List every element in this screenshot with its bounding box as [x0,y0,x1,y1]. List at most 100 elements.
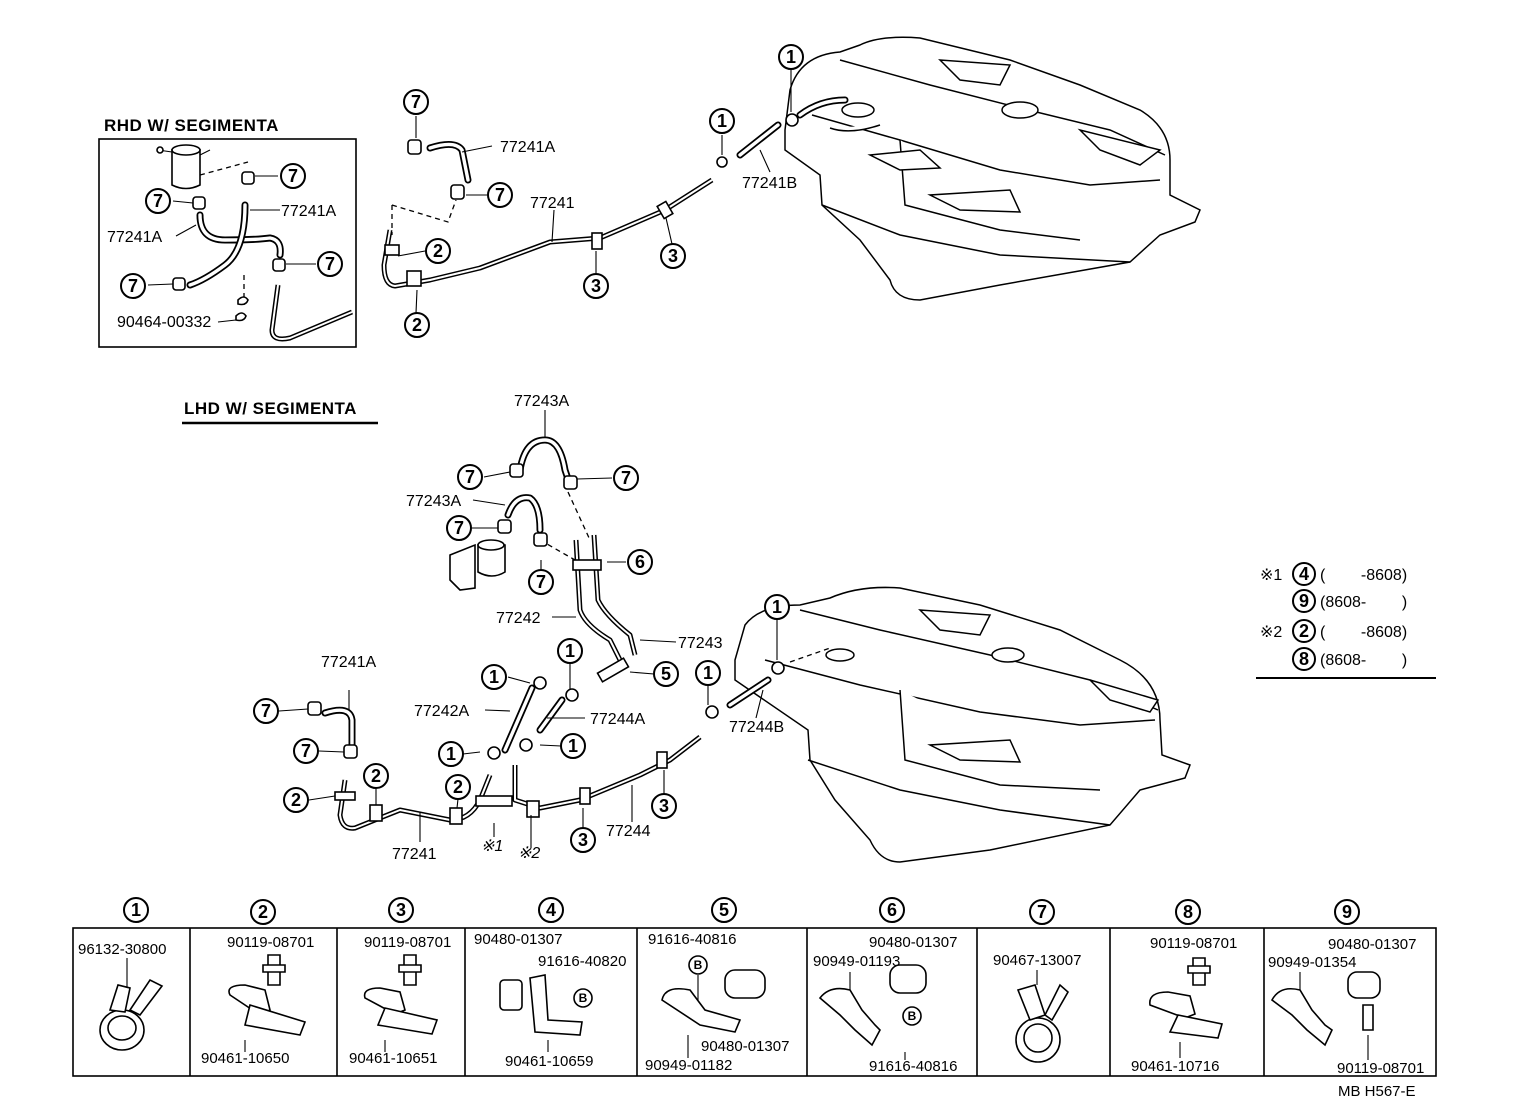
svg-text:3: 3 [578,830,588,850]
rhd-callout-7d: 7 [317,251,343,277]
svg-text:1: 1 [568,736,578,756]
note-range: (8608- ) [1320,652,1407,669]
note-num: 2 [1299,621,1309,641]
note-num: 8 [1299,649,1309,669]
top-callout-7b: 7 [487,182,513,208]
note-range: ( -8608) [1320,567,1407,584]
figure-code: MB H567-E [1338,1083,1416,1100]
rhd-label-77241A-right: 77241A [281,203,336,220]
parts-cell-7: 90467-13007 [993,952,1081,1063]
top-callout-2b: 2 [404,312,430,338]
lhd-callout-5: 5 [653,661,679,687]
part-number: 90461-10659 [505,1053,593,1070]
svg-text:7: 7 [325,254,335,274]
top-assembly: 7 7 2 2 3 3 1 1 77241A 77241 77241B [381,36,1201,338]
lhd-title: LHD W/ SEGIMENTA [184,399,357,418]
svg-text:9: 9 [1342,902,1352,922]
note-range: ( -8608) [1320,624,1407,641]
svg-text:1: 1 [772,597,782,617]
note-num: 9 [1299,591,1309,611]
parts-table: 1 2 3 4 5 6 7 8 9 96132-30800 90119-0870… [72,897,1437,1077]
lhd-label-77242A: 77242A [414,703,469,720]
part-number: 90480-01307 [869,934,957,951]
svg-text:7: 7 [621,468,631,488]
svg-text:1: 1 [717,111,727,131]
rhd-inset-frame [98,138,357,348]
part-number: 90480-01307 [701,1038,789,1055]
top-fuel-tank [784,36,1201,301]
lhd-label-ast1: ※1 [481,838,503,855]
note-range: (8608- ) [1320,594,1407,611]
svg-text:5: 5 [661,664,671,684]
svg-text:2: 2 [453,777,463,797]
svg-text:4: 4 [546,900,556,920]
lhd-label-77241: 77241 [392,846,437,863]
part-number: 90949-01182 [645,1057,732,1074]
lhd-callout-7e: 7 [253,698,279,724]
part-number: 90480-01307 [474,931,562,948]
parts-cell-4: 90480-01307 91616-40820 90461-10659 B [474,931,626,1070]
b-marker: B [908,1009,917,1023]
note-mark: ※1 [1260,567,1282,584]
svg-text:3: 3 [668,246,678,266]
svg-text:1: 1 [446,744,456,764]
svg-text:5: 5 [719,900,729,920]
svg-text:3: 3 [659,796,669,816]
svg-text:1: 1 [703,663,713,683]
rhd-label-90464-00332: 90464-00332 [117,314,211,331]
rhd-inset: RHD W/ SEGIMENTA 7 7 7 7 77241A [98,116,357,348]
top-callout-3b: 3 [660,243,686,269]
svg-text:2: 2 [291,790,301,810]
svg-text:2: 2 [433,241,443,261]
svg-text:7: 7 [465,467,475,487]
svg-text:2: 2 [258,902,268,922]
top-label-77241B: 77241B [742,175,797,192]
lhd-callout-1e: 1 [695,660,721,686]
lhd-label-77243A-mid: 77243A [406,493,461,510]
part-number: 90949-01193 [813,953,900,970]
rhd-canister [156,144,211,190]
lhd-callout-7d: 7 [528,569,554,595]
top-callout-1a: 1 [709,108,735,134]
rhd-callout-7c: 7 [120,273,146,299]
svg-text:7: 7 [301,741,311,761]
svg-text:7: 7 [128,276,138,296]
parts-col-header-5: 5 [711,897,737,923]
svg-text:8: 8 [1183,902,1193,922]
lhd-callout-1d: 1 [438,741,464,767]
lhd-callout-7c: 7 [446,515,472,541]
svg-text:7: 7 [153,191,163,211]
part-number: 90461-10650 [201,1050,289,1067]
lhd-label-77242: 77242 [496,610,541,627]
lhd-canister [449,539,506,591]
svg-text:7: 7 [411,92,421,112]
parts-cell-5: 91616-40816 90480-01307 90949-01182 B [645,931,789,1074]
rhd-callout-7b: 7 [145,188,171,214]
svg-text:1: 1 [489,667,499,687]
svg-text:1: 1 [131,900,141,920]
lhd-label-77244A: 77244A [590,711,645,728]
lhd-callout-7f: 7 [293,738,319,764]
top-label-77241A: 77241A [500,139,555,156]
top-callout-3a: 3 [583,273,609,299]
lhd-callout-1c: 1 [560,733,586,759]
part-number: 91616-40816 [869,1058,957,1075]
top-callout-7a: 7 [403,89,429,115]
lhd-label-77243: 77243 [678,635,723,652]
lhd-callout-7b: 7 [613,465,639,491]
lhd-label-77244B: 77244B [729,719,784,736]
lhd-label-ast2: ※2 [518,845,540,862]
parts-cell-1: 96132-30800 [78,941,166,1051]
parts-cell-2: 90119-08701 90461-10650 [201,934,314,1067]
lhd-assembly: LHD W/ SEGIMENTA [182,393,1191,863]
part-number: 90119-08701 [227,934,314,951]
note-row: 8 (8608- ) [1292,647,1407,671]
svg-text:3: 3 [396,900,406,920]
part-number: 90119-08701 [1150,935,1237,952]
svg-text:3: 3 [591,276,601,296]
svg-text:2: 2 [412,315,422,335]
part-number: 90119-08701 [364,934,451,951]
parts-col-header-1: 1 [123,897,149,923]
note-mark: ※2 [1260,624,1282,641]
